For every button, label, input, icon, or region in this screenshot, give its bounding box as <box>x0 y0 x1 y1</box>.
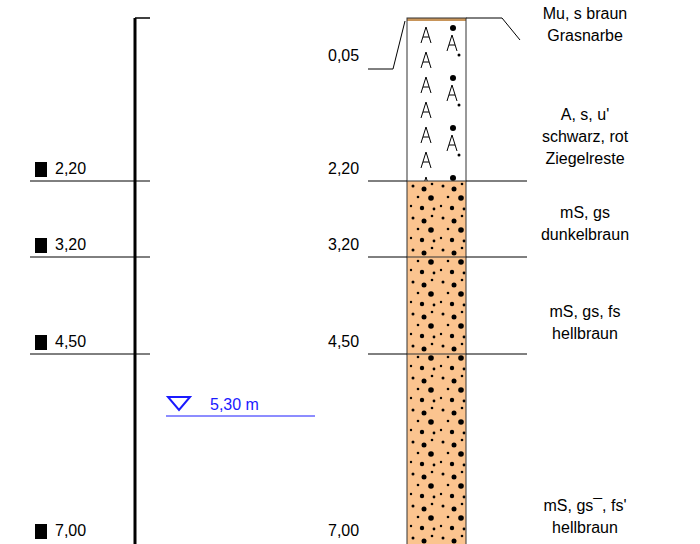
leader-lines <box>368 18 527 354</box>
layer-depth: 7,00 <box>328 521 359 540</box>
axis-tick <box>135 17 150 19</box>
layer-depth: 2,20 <box>328 159 359 178</box>
layer-depth: 4,50 <box>328 332 359 351</box>
depth-label: 4,50 <box>55 332 86 351</box>
layer-description: Mu, s braun Grasnarbe <box>528 3 642 47</box>
layer-description: mS, gs, fs hellbraun <box>528 301 642 345</box>
water-level-label: 5,30 m <box>210 395 259 414</box>
layer-depth: 0,05 <box>328 46 359 65</box>
soil-column <box>407 18 466 544</box>
layer-description: A, s, u' schwarz, rot Ziegelreste <box>528 104 642 170</box>
depth-label: 7,00 <box>55 521 86 540</box>
depth-label: 2,20 <box>55 159 86 178</box>
depth-markers <box>30 162 150 539</box>
layer-depth: 3,20 <box>328 235 359 254</box>
depth-label: 3,20 <box>55 235 86 254</box>
depth-axis <box>134 18 137 544</box>
layer-description: mS, gs dunkelbraun <box>528 202 642 246</box>
layer-description: mS, gs¯, fs' hellbraun <box>528 495 642 539</box>
